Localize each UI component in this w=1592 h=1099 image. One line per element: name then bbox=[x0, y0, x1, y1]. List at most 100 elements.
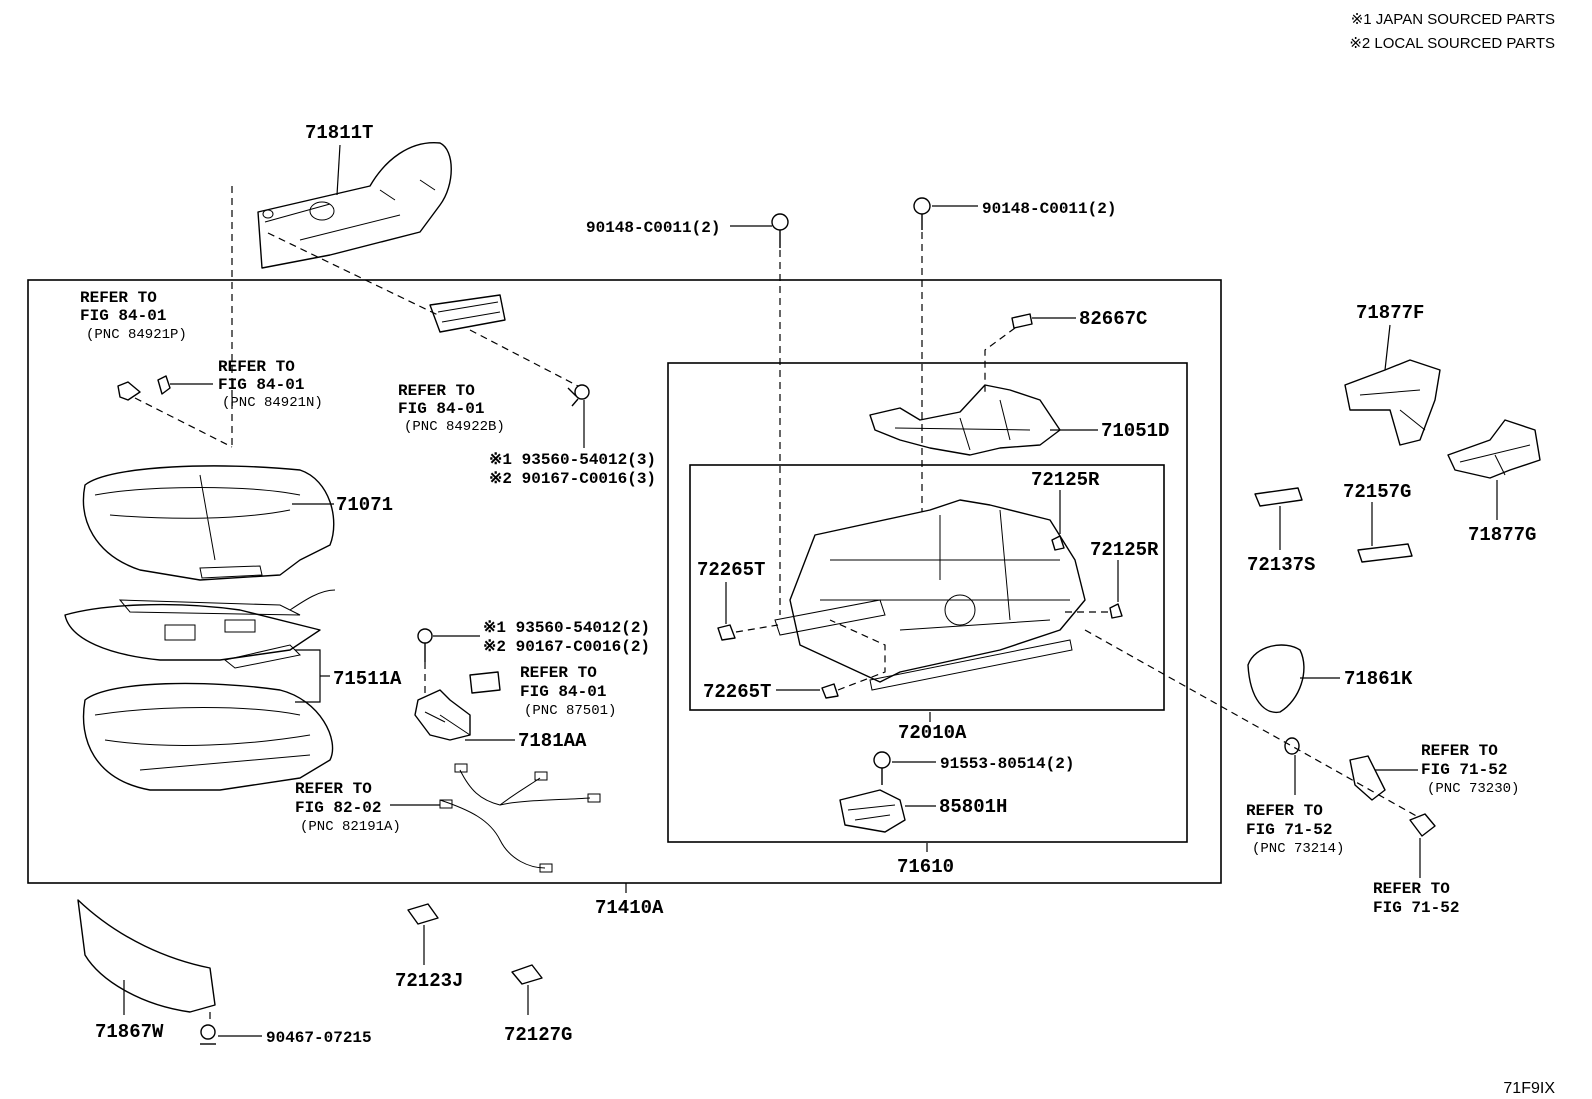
svg-text:FIG 71-52: FIG 71-52 bbox=[1246, 821, 1332, 839]
label-72123j: 72123J bbox=[395, 970, 463, 992]
svg-text:FIG 71-52: FIG 71-52 bbox=[1421, 761, 1507, 779]
cap-71-52-part[interactable] bbox=[1409, 813, 1436, 837]
svg-text:FIG 84-01: FIG 84-01 bbox=[218, 376, 304, 394]
svg-text:FIG 84-01: FIG 84-01 bbox=[398, 400, 484, 418]
label-90148-left: 90148-C0011(2) bbox=[586, 219, 720, 237]
clip-72127g-part[interactable] bbox=[511, 964, 543, 985]
clip-72125r-right-part[interactable] bbox=[1109, 603, 1123, 619]
bolt-90148-left-part[interactable] bbox=[771, 213, 789, 248]
svg-text:FIG 82-02: FIG 82-02 bbox=[295, 799, 381, 817]
svg-text:(PNC 82191A): (PNC 82191A) bbox=[300, 819, 401, 835]
seat-cushion-cover-71071-part[interactable] bbox=[82, 465, 335, 581]
label-72127g: 72127G bbox=[504, 1024, 572, 1046]
washer-73214-part[interactable] bbox=[1284, 737, 1300, 755]
svg-text:REFER TO: REFER TO bbox=[295, 780, 372, 798]
bolt-90148-right-part[interactable] bbox=[913, 197, 931, 230]
label-71877g: 71877G bbox=[1468, 524, 1536, 546]
clip-72125r-top-part[interactable] bbox=[1051, 535, 1065, 551]
seat-cushion-pad-part[interactable] bbox=[82, 682, 334, 791]
label-82667c: 82667C bbox=[1079, 308, 1147, 330]
svg-text:FIG 71-52: FIG 71-52 bbox=[1373, 899, 1459, 917]
label-71867w: 71867W bbox=[95, 1021, 164, 1043]
label-90148-right: 90148-C0011(2) bbox=[982, 200, 1116, 218]
cover-71877g-part[interactable] bbox=[1447, 419, 1541, 479]
reference-73214: REFER TO FIG 71-52 (PNC 73214) bbox=[1246, 802, 1344, 857]
label-93560-2: ※1 93560-54012(2) bbox=[483, 619, 650, 637]
svg-text:(PNC 84921P): (PNC 84921P) bbox=[86, 327, 187, 343]
label-72125r-top: 72125R bbox=[1031, 469, 1100, 491]
svg-text:(PNC 73230): (PNC 73230) bbox=[1427, 781, 1519, 797]
clip-72123j-part[interactable] bbox=[407, 903, 439, 925]
trim-72157g-part[interactable] bbox=[1357, 543, 1413, 563]
svg-text:REFER TO: REFER TO bbox=[1421, 742, 1498, 760]
label-71410a: 71410A bbox=[595, 897, 664, 919]
assembly-box-71410a bbox=[27, 279, 1222, 884]
legend-local-sourced: ※2 LOCAL SOURCED PARTS bbox=[1349, 35, 1555, 52]
label-93560-3: ※1 93560-54012(3) bbox=[489, 451, 656, 469]
bracket-84922b-part[interactable] bbox=[429, 294, 506, 333]
reference-87501: REFER TO FIG 84-01 (PNC 87501) bbox=[520, 664, 616, 719]
label-71511a: 71511A bbox=[333, 668, 402, 690]
connector-87501-part[interactable] bbox=[469, 671, 501, 694]
label-71811t: 71811T bbox=[305, 122, 373, 144]
label-72265t-bottom: 72265T bbox=[703, 681, 771, 703]
svg-text:REFER TO: REFER TO bbox=[1373, 880, 1450, 898]
trim-72137s-part[interactable] bbox=[1254, 487, 1303, 507]
label-71071: 71071 bbox=[336, 494, 393, 516]
label-91553: 91553-80514(2) bbox=[940, 755, 1074, 773]
svg-text:(PNC 84922B): (PNC 84922B) bbox=[404, 419, 505, 435]
knob-73230-part[interactable] bbox=[1349, 755, 1386, 801]
label-72125r-right: 72125R bbox=[1090, 539, 1159, 561]
clip-72265t-left-part[interactable] bbox=[717, 624, 736, 641]
svg-text:(PNC 87501): (PNC 87501) bbox=[524, 703, 616, 719]
reference-84922b: REFER TO FIG 84-01 (PNC 84922B) bbox=[398, 382, 505, 435]
label-71861k: 71861K bbox=[1344, 668, 1413, 690]
svg-text:FIG 84-01: FIG 84-01 bbox=[80, 307, 166, 325]
label-85801h: 85801H bbox=[939, 796, 1007, 818]
reference-82191a: REFER TO FIG 82-02 (PNC 82191A) bbox=[295, 780, 401, 835]
assembly-box-71610 bbox=[667, 362, 1188, 843]
label-90167-2: ※2 90167-C0016(2) bbox=[483, 638, 650, 656]
label-72265t-left: 72265T bbox=[697, 559, 765, 581]
seat-pad-heater-part[interactable] bbox=[64, 589, 336, 669]
svg-text:(PNC 84921N): (PNC 84921N) bbox=[222, 395, 323, 411]
svg-text:REFER TO: REFER TO bbox=[398, 382, 475, 400]
clip-82667c-part[interactable] bbox=[1011, 313, 1033, 329]
clip-84921n-part[interactable] bbox=[157, 375, 171, 395]
svg-text:REFER TO: REFER TO bbox=[218, 358, 295, 376]
figure-code: 71F9IX bbox=[1503, 1080, 1555, 1097]
label-72010a: 72010A bbox=[898, 722, 967, 744]
svg-text:REFER TO: REFER TO bbox=[520, 664, 597, 682]
screw-93560-3-part[interactable] bbox=[567, 384, 590, 407]
svg-text:REFER TO: REFER TO bbox=[80, 289, 157, 307]
label-71051d: 71051D bbox=[1101, 420, 1169, 442]
cover-71861k-part[interactable] bbox=[1247, 644, 1305, 714]
reference-84921p: REFER TO FIG 84-01 (PNC 84921P) bbox=[80, 289, 187, 343]
assembly-box-72010a bbox=[689, 464, 1165, 711]
cover-71877f-part[interactable] bbox=[1344, 359, 1441, 446]
seat-frame-72010a-part[interactable] bbox=[774, 499, 1086, 691]
bracket-7181aa-part[interactable] bbox=[414, 689, 471, 741]
reference-73230: REFER TO FIG 71-52 (PNC 73230) bbox=[1421, 742, 1519, 797]
label-72137s: 72137S bbox=[1247, 554, 1315, 576]
side-shield-71811t-part[interactable] bbox=[257, 142, 452, 269]
legend-japan-sourced: ※1 JAPAN SOURCED PARTS bbox=[1351, 11, 1555, 28]
screw-93560-2-part[interactable] bbox=[417, 628, 433, 662]
motor-85801h-part[interactable] bbox=[839, 789, 906, 833]
svg-text:FIG 84-01: FIG 84-01 bbox=[520, 683, 606, 701]
label-7181aa: 7181AA bbox=[518, 730, 587, 752]
clip-72265t-bottom-part[interactable] bbox=[821, 683, 839, 699]
label-71877f: 71877F bbox=[1356, 302, 1424, 324]
label-90167-3: ※2 90167-C0016(3) bbox=[489, 470, 656, 488]
trim-71867w-part[interactable] bbox=[77, 899, 216, 1013]
recliner-71051d-part[interactable] bbox=[869, 384, 1061, 456]
label-71610: 71610 bbox=[897, 856, 954, 878]
clip-90467-part[interactable] bbox=[200, 1024, 216, 1045]
reference-71-52: REFER TO FIG 71-52 bbox=[1373, 880, 1459, 917]
reference-84921n: REFER TO FIG 84-01 (PNC 84921N) bbox=[218, 358, 323, 411]
bolt-91553-part[interactable] bbox=[873, 751, 891, 785]
clip-84921p-part[interactable] bbox=[117, 381, 141, 401]
wire-harness-82191a-part[interactable] bbox=[439, 763, 601, 873]
svg-text:(PNC 73214): (PNC 73214) bbox=[1252, 841, 1344, 857]
